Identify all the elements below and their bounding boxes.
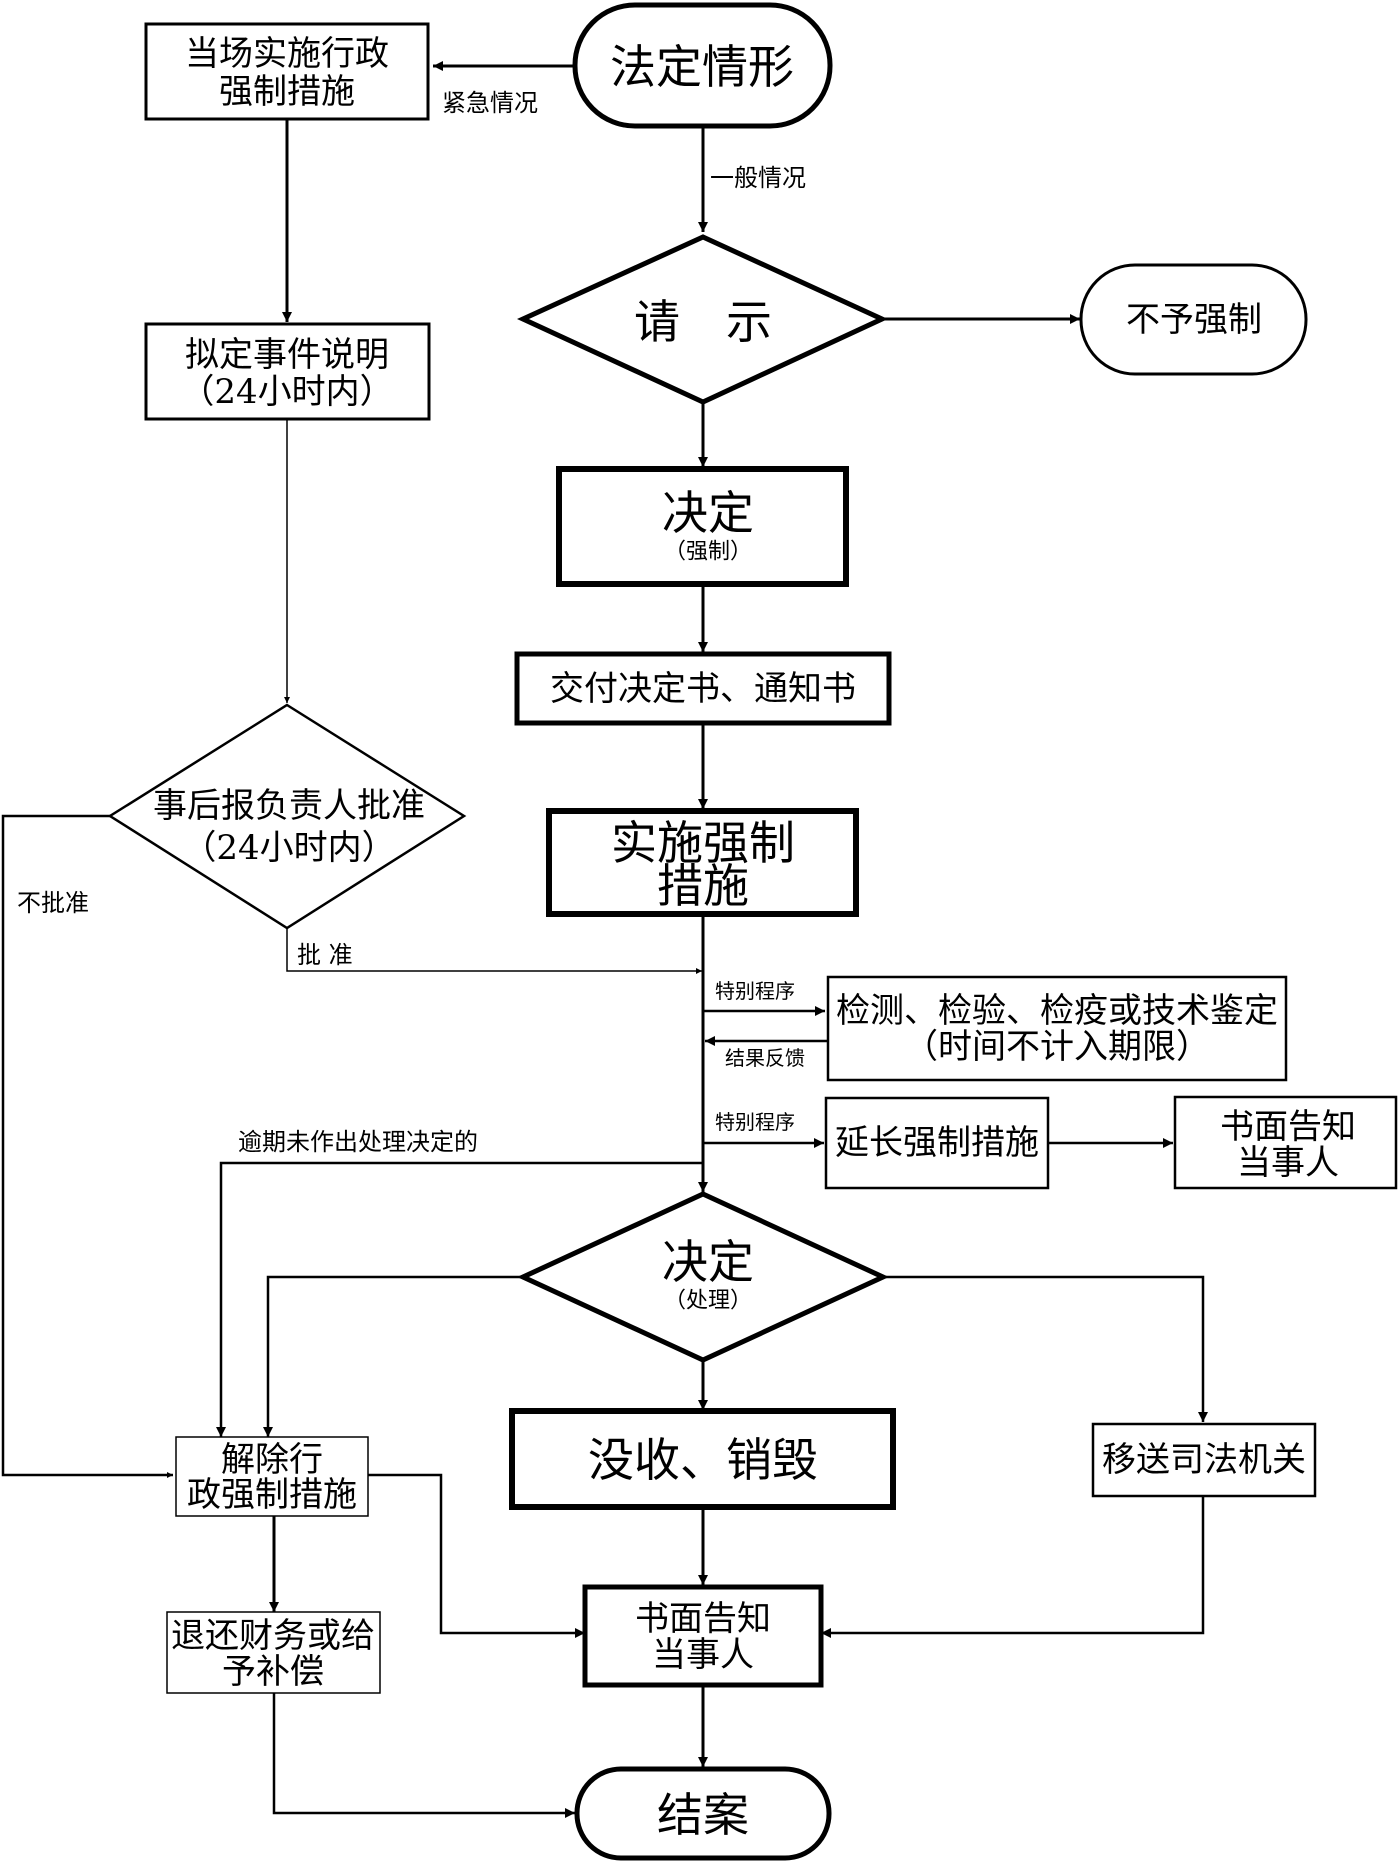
onsite-enforcement-node xyxy=(144,22,430,121)
implement-measures-label-1: 实施强制 xyxy=(611,816,795,870)
decide-enforcement-node xyxy=(556,466,849,587)
testing-inspection-node xyxy=(826,975,1288,1082)
close-case-label: 结案 xyxy=(657,1788,749,1842)
legal-situation-label: 法定情形 xyxy=(610,40,794,94)
edge-label-special-1: 特别程序 xyxy=(715,979,795,1003)
decide-enforcement-label: 决定 xyxy=(662,486,754,540)
refund-compensation-node xyxy=(166,1611,381,1694)
notify-party-top-node xyxy=(1173,1095,1398,1190)
implement-measures-label-2: 措施 xyxy=(657,859,749,913)
edge-afterward-not-approved xyxy=(1,814,173,1478)
draft-description-node xyxy=(144,322,431,421)
no-enforcement-node xyxy=(1079,263,1308,376)
draft-description-label-1: 拟定事件说明 xyxy=(185,335,389,375)
deliver-documents-node xyxy=(514,651,892,726)
implement-measures-node xyxy=(546,808,859,917)
close-case-node xyxy=(574,1766,832,1861)
confiscate-destroy-label: 没收、销毁 xyxy=(588,1433,818,1487)
decide-handling-node xyxy=(517,1191,889,1363)
legal-situation-node xyxy=(572,2,833,129)
edge-label-general: 一般情况 xyxy=(710,164,806,192)
edge-transfer-to-notify xyxy=(821,1496,1205,1638)
request-label: 请 示 xyxy=(634,295,772,349)
decide-handling-label: 决定 xyxy=(662,1235,754,1289)
onsite-enforcement-label-1: 当场实施行政 xyxy=(185,34,389,74)
lift-measures-label-2: 政强制措施 xyxy=(187,1475,357,1515)
notify-party-top-label-2: 当事人 xyxy=(1237,1143,1339,1183)
notify-party-bottom-label-1: 书面告知 xyxy=(635,1599,771,1639)
lift-measures-label-1: 解除行 xyxy=(221,1440,323,1480)
edge-label-approved: 批 准 xyxy=(297,941,353,969)
refund-compensation-label-1: 退还财务或给 xyxy=(171,1616,375,1656)
edge-handle-to-lift xyxy=(263,1275,523,1437)
lift-measures-node xyxy=(175,1436,369,1517)
testing-inspection-label-2: （时间不计入期限） xyxy=(904,1027,1210,1067)
request-node xyxy=(516,234,888,405)
draft-description-label-2: （24小时内） xyxy=(180,372,393,412)
edge-label-special-2: 特别程序 xyxy=(715,1110,795,1134)
edge-handle-to-transfer xyxy=(883,1275,1208,1422)
extend-measures-label: 延长强制措施 xyxy=(835,1123,1039,1163)
transfer-judiciary-node xyxy=(1091,1422,1317,1498)
afterward-approval-label-1: 事后报负责人批准 xyxy=(153,786,425,826)
onsite-enforcement-label-2: 强制措施 xyxy=(219,72,355,112)
confiscate-destroy-node xyxy=(509,1408,896,1510)
notify-party-bottom-label-2: 当事人 xyxy=(652,1635,754,1675)
edge-label-overdue: 逾期未作出处理决定的 xyxy=(238,1128,478,1156)
deliver-documents-label: 交付决定书、通知书 xyxy=(550,669,856,709)
edge-overdue-to-lift xyxy=(216,1161,703,1437)
edge-label-not-approved: 不批准 xyxy=(17,889,89,917)
edge-lift-to-notify xyxy=(368,1473,585,1638)
transfer-judiciary-label: 移送司法机关 xyxy=(1102,1440,1306,1480)
no-enforcement-label: 不予强制 xyxy=(1126,300,1262,340)
afterward-approval-node xyxy=(107,703,467,930)
refund-compensation-label-2: 予补偿 xyxy=(222,1652,324,1692)
edge-label-feedback: 结果反馈 xyxy=(725,1046,805,1070)
decide-handling-sublabel: （处理） xyxy=(664,1289,752,1314)
extend-measures-node xyxy=(824,1096,1050,1190)
afterward-approval-label-2: （24小时内） xyxy=(182,828,395,868)
notify-party-top-label-1: 书面告知 xyxy=(1220,1107,1356,1147)
edge-label-emergency: 紧急情况 xyxy=(442,89,538,117)
edge-refund-to-close xyxy=(272,1693,575,1818)
decide-enforcement-sublabel: （强制） xyxy=(664,540,752,565)
notify-party-bottom-node xyxy=(582,1584,824,1688)
edge-afterward-approved xyxy=(286,928,702,974)
testing-inspection-label-1: 检测、检验、检疫或技术鉴定 xyxy=(836,991,1278,1031)
